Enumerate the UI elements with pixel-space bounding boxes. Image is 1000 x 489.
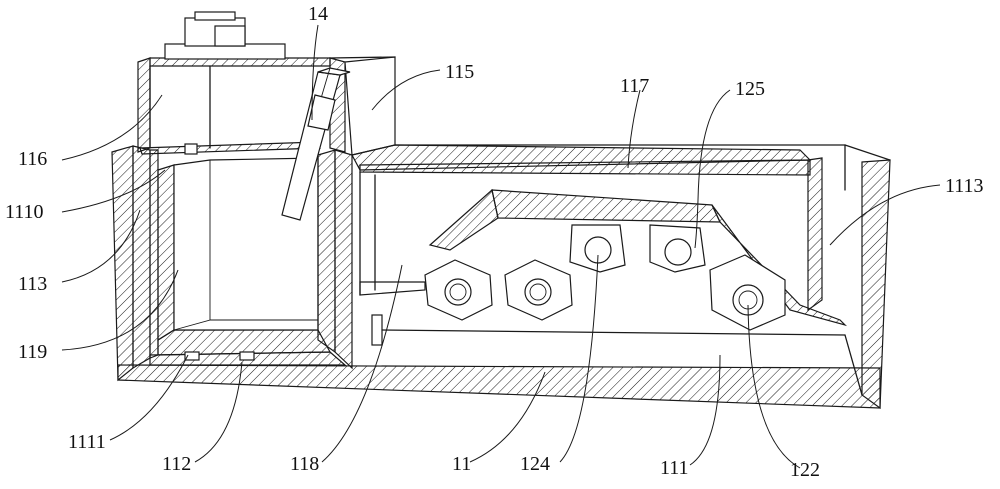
label-116: 116 <box>18 148 47 170</box>
label-1111: 1111 <box>68 431 106 453</box>
roller-1 <box>424 259 493 321</box>
label-1113: 1113 <box>945 175 984 197</box>
label-124: 124 <box>520 453 550 475</box>
roller-124 <box>569 224 626 273</box>
label-111: 111 <box>660 457 689 479</box>
roller-125 <box>649 224 706 273</box>
label-112: 112 <box>162 453 191 475</box>
label-125: 125 <box>735 78 765 100</box>
label-1110: 1110 <box>5 201 44 223</box>
label-119: 119 <box>18 341 47 363</box>
housing-base-11 <box>111 144 891 410</box>
label-115: 115 <box>445 61 474 83</box>
upper-box-assembly <box>137 11 396 221</box>
label-122: 122 <box>790 459 820 481</box>
right-chamber <box>351 144 863 396</box>
roller-122 <box>709 254 786 331</box>
label-118: 118 <box>290 453 319 475</box>
roller-2 <box>504 259 573 321</box>
reference-labels: 14 115 117 125 116 1110 1113 113 119 111… <box>5 3 984 481</box>
left-tank-assembly <box>132 141 353 370</box>
label-14: 14 <box>308 3 328 25</box>
roller-set <box>424 224 786 331</box>
label-11: 11 <box>452 453 471 475</box>
label-117: 117 <box>620 75 649 97</box>
leader-lines <box>61 24 941 469</box>
label-113: 113 <box>18 273 47 295</box>
